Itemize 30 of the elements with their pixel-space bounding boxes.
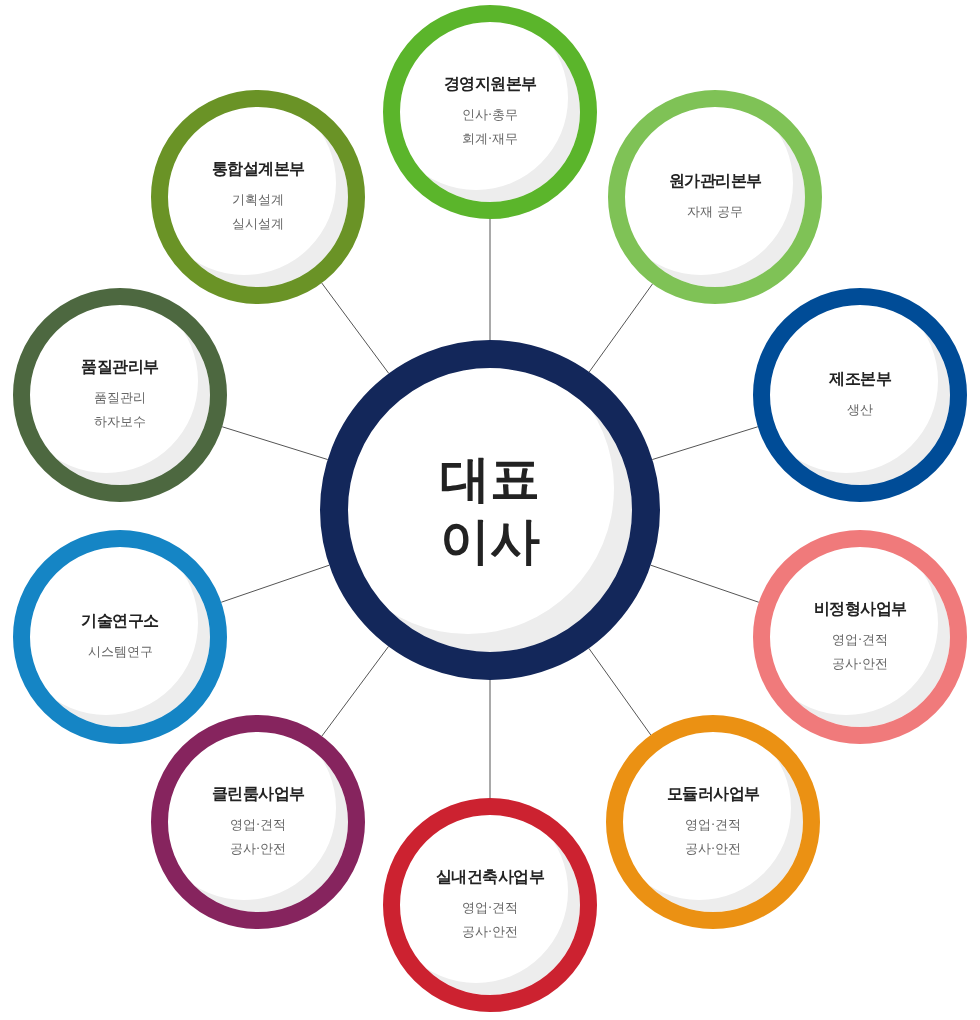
department-name: 제조본부 xyxy=(829,368,891,390)
duty-text: 영업·견적 공사·안전 xyxy=(460,898,520,941)
connector-line xyxy=(588,283,654,373)
connector-line xyxy=(489,679,491,799)
department-name: 품질관리부 xyxy=(81,356,159,378)
duty-text: 생산 xyxy=(846,400,874,419)
connector-line xyxy=(650,564,760,603)
connector-line xyxy=(588,647,652,736)
ceo-title: 대표 이사 xyxy=(439,449,541,572)
department-name: 경영지원본부 xyxy=(443,73,537,95)
department-name: 모듈러사업부 xyxy=(666,783,760,805)
department-name: 비정형사업부 xyxy=(813,598,907,620)
duty-text: 영업·견적 공사·안전 xyxy=(228,815,288,858)
connector-line xyxy=(321,282,390,374)
department-name: 기술연구소 xyxy=(81,610,159,632)
department-name: 원가관리본부 xyxy=(668,170,762,192)
duty-text: 자재 공무 xyxy=(685,202,745,221)
connector-line xyxy=(221,426,329,461)
connector-line xyxy=(489,218,491,341)
duty-text: 시스템연구 xyxy=(86,642,154,661)
duty-text: 인사·총무 회계·재무 xyxy=(460,105,520,148)
duty-text: 품질관리 하자보수 xyxy=(93,388,147,431)
duty-text: 영업·견적 공사·안전 xyxy=(830,630,890,673)
duty-text: 영업·견적 공사·안전 xyxy=(683,815,743,858)
duty-text: 기획설계 실시설계 xyxy=(231,190,285,233)
department-name: 클린룸사업부 xyxy=(211,783,305,805)
connector-line xyxy=(220,564,330,603)
connector-line xyxy=(321,645,390,737)
department-name: 통합설계본부 xyxy=(211,158,305,180)
department-name: 실내건축사업부 xyxy=(435,866,545,888)
